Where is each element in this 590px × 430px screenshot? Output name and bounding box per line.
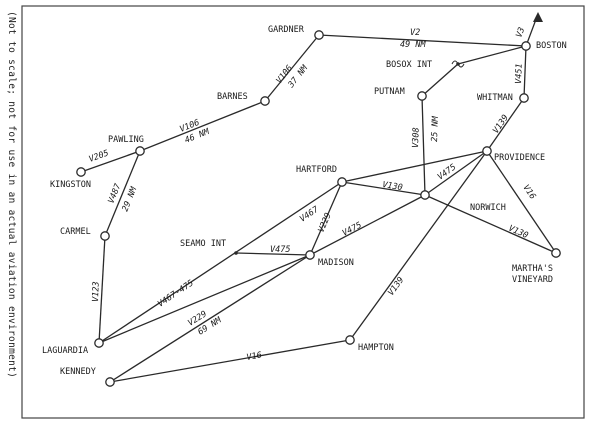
label-vineyard: VINEYARD: [512, 275, 553, 285]
label-hartford: HARTFORD: [296, 165, 337, 175]
station-whitman: [519, 93, 529, 103]
label-pawling: PAWLING: [108, 135, 144, 145]
route-label-v451: V451: [514, 63, 525, 84]
label-marthas: MARTHA'S: [512, 264, 553, 274]
label-boston: BOSTON: [536, 41, 567, 51]
route-label-v229-hm: V229: [317, 211, 334, 234]
label-whitman: WHITMAN: [477, 93, 513, 103]
route-line-v475-madison-norwich: [309, 194, 426, 256]
label-hampton: HAMPTON: [358, 343, 394, 353]
route-label-v308-dist: 25 NM: [430, 115, 441, 142]
station-labels: GARDNER BOSTON BOSOX INT PUTNAM WHITMAN …: [42, 25, 567, 377]
station-laguardia: [94, 338, 104, 348]
north-arrow-icon: [533, 12, 543, 22]
route-line-v467: [98, 181, 343, 344]
route-label-v130-hn: V130: [382, 180, 404, 193]
route-label-v16-kh: V16: [246, 350, 263, 363]
route-line-v467-475: [98, 254, 311, 344]
station-hampton: [345, 335, 355, 345]
route-line-bosox-boston: [457, 45, 527, 65]
route-label-v487: V487: [107, 182, 124, 206]
route-line-v229-hartford-madison: [309, 181, 343, 256]
route-line-putnam-bosox: [421, 63, 459, 97]
station-kennedy: [105, 377, 115, 387]
label-laguardia: LAGUARDIA: [42, 346, 88, 356]
route-line-v451: [523, 45, 527, 99]
intersection-seamo: [234, 251, 238, 255]
route-line-hartford-providence: [341, 150, 488, 183]
route-line-v308: [421, 95, 426, 196]
route-label-v16-pm: V16: [521, 183, 538, 201]
route-label-v130-nm: V130: [507, 224, 530, 241]
station-pawling: [135, 146, 145, 156]
route-label-v123: V123: [91, 281, 102, 302]
station-providence: [482, 146, 492, 156]
route-label-v487-dist: 29 NM: [121, 185, 140, 213]
label-kennedy: KENNEDY: [60, 367, 96, 377]
route-line-v123: [98, 235, 106, 344]
station-madison: [305, 250, 315, 260]
station-kingston: [76, 167, 86, 177]
label-carmel: CARMEL: [60, 227, 91, 237]
route-label-v475-sm: V475: [270, 245, 290, 255]
label-providence: PROVIDENCE: [494, 153, 545, 163]
route-labels: V2 49 NM V3 V106 37 NM V106 46 NM V205 V…: [88, 26, 538, 363]
station-putnam: [417, 91, 427, 101]
route-lines: [80, 13, 557, 383]
station-gardner: [314, 30, 324, 40]
route-label-v475-mn: V475: [341, 220, 364, 238]
station-markers: [76, 30, 561, 387]
route-line-v205: [80, 150, 141, 173]
route-line-v475-norwich-providence: [424, 150, 488, 196]
route-label-v139-pw: V139: [491, 113, 511, 136]
route-label-v2-dist: 49 NM: [400, 40, 426, 50]
station-barnes: [260, 96, 270, 106]
route-label-v139-hp: V139: [386, 275, 406, 297]
route-line-v487: [104, 150, 141, 237]
route-label-v308: V308: [411, 127, 422, 148]
route-line-v16-providence-marthas: [486, 150, 557, 254]
label-gardner: GARDNER: [268, 25, 305, 35]
route-line-v139-providence-hampton: [349, 150, 488, 341]
label-barnes: BARNES: [217, 92, 248, 102]
label-kingston: KINGSTON: [50, 180, 91, 190]
route-label-v3: V3: [514, 26, 527, 39]
route-line-v475-seamo-madison: [235, 252, 311, 256]
route-line-v2: [318, 34, 527, 47]
label-madison: MADISON: [318, 258, 354, 268]
station-norwich: [420, 190, 430, 200]
label-norwich: NORWICH: [470, 203, 506, 213]
route-line-v106-barnes-pawling: [139, 100, 266, 152]
intersection-bosox: [456, 62, 460, 66]
station-marthas-vineyard: [551, 248, 561, 258]
station-carmel: [100, 231, 110, 241]
map-border: [21, 5, 585, 419]
label-seamo-int: SEAMO INT: [180, 239, 226, 249]
route-line-v229-madison-kennedy: [109, 254, 311, 383]
label-putnam: PUTNAM: [374, 87, 405, 97]
route-line-v139-whitman-providence: [486, 97, 525, 152]
label-bosox-int: BOSOX INT: [386, 60, 432, 70]
route-label-v467: V467: [298, 204, 321, 224]
route-line-v130-norwich-marthas: [424, 194, 557, 254]
route-line-v130-hartford-norwich: [341, 181, 426, 196]
station-boston: [521, 41, 531, 51]
route-line-v106-gardner-barnes: [264, 34, 320, 102]
station-hartford: [337, 177, 347, 187]
route-label-v2: V2: [410, 28, 420, 38]
route-line-v16-hampton-kennedy: [109, 339, 351, 383]
